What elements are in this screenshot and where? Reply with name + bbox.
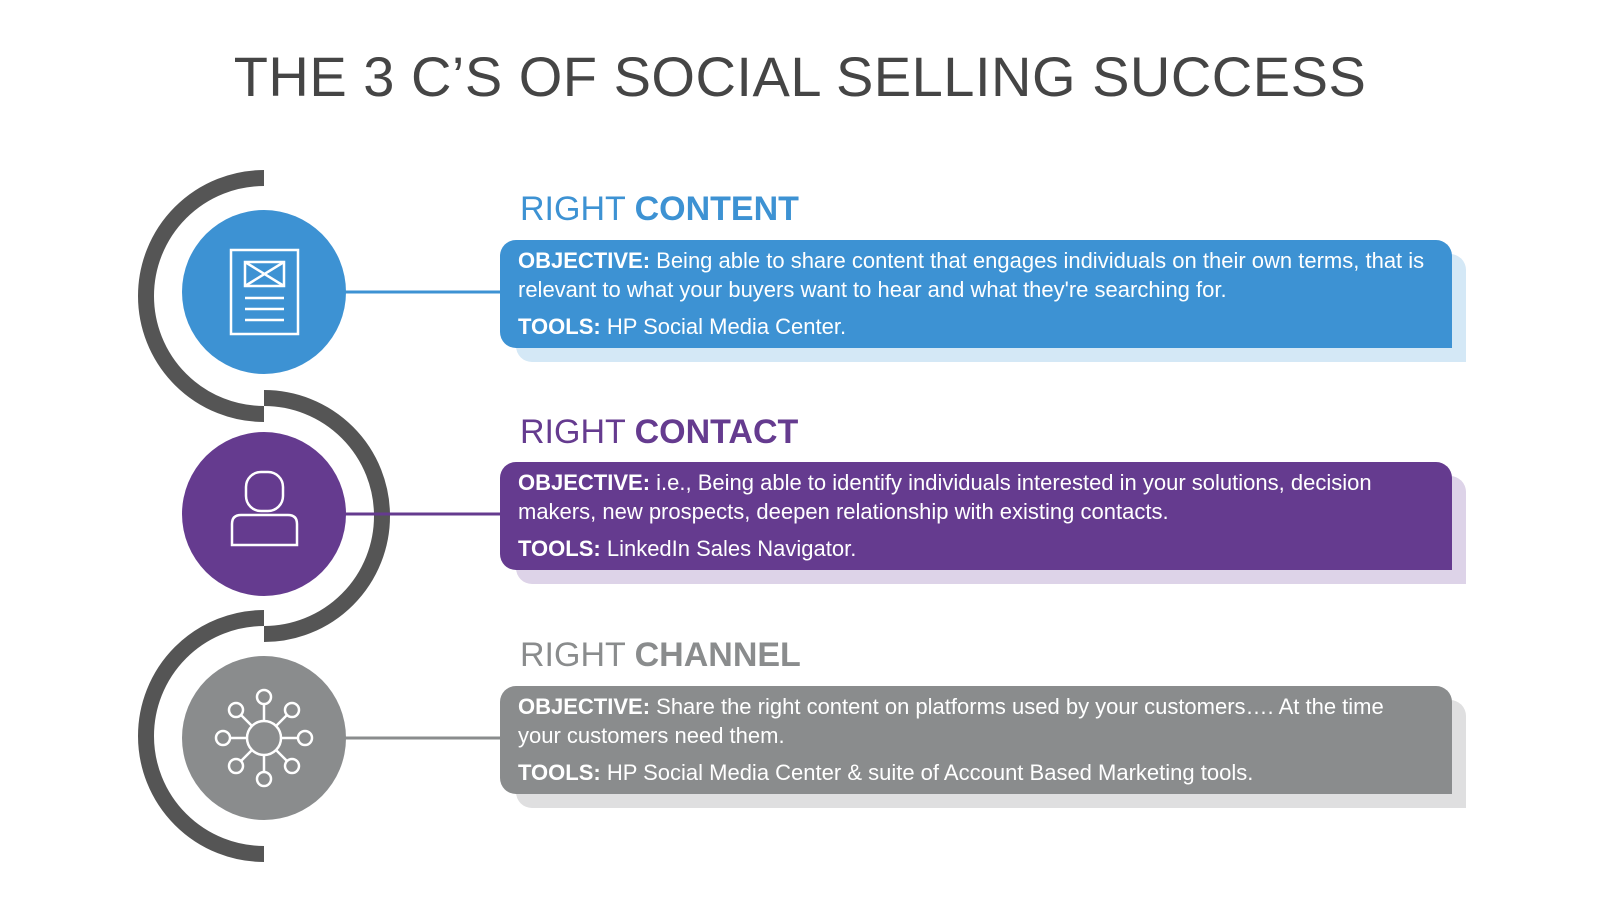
rail-arc-middle (263, 390, 390, 642)
tools-body: HP Social Media Center. (600, 314, 847, 339)
rail-arc-bottom (138, 610, 265, 862)
contact-heading: RIGHT CONTACT (520, 413, 798, 452)
tools-label: TOOLS: (518, 760, 601, 785)
tools-text: TOOLS: HP Social Media Center & suite of… (518, 758, 1426, 787)
page-title: THE 3 C’S OF SOCIAL SELLING SUCCESS (233, 45, 1367, 108)
objective-body: i.e., Being able to identify individuals… (518, 470, 1372, 524)
heading-keyword: CONTENT (634, 190, 799, 228)
objective-text: OBJECTIVE: Share the right content on pl… (518, 692, 1426, 750)
objective-label: OBJECTIVE: (518, 248, 651, 273)
heading-prefix: RIGHT (520, 636, 635, 674)
objective-text: OBJECTIVE: i.e., Being able to identify … (518, 468, 1426, 526)
objective-text: OBJECTIVE: Being able to share content t… (518, 246, 1426, 304)
objective-label: OBJECTIVE: (518, 694, 651, 719)
tools-label: TOOLS: (518, 536, 601, 561)
tools-body: HP Social Media Center & suite of Accoun… (600, 760, 1254, 785)
contact-panel: OBJECTIVE: i.e., Being able to identify … (500, 462, 1452, 570)
tools-label: TOOLS: (518, 314, 601, 339)
tools-text: TOOLS: LinkedIn Sales Navigator. (518, 534, 1426, 563)
heading-keyword: CONTACT (634, 413, 799, 451)
content-panel: OBJECTIVE: Being able to share content t… (500, 240, 1452, 348)
objective-body: Share the right content on platforms use… (518, 694, 1384, 748)
channel-panel: OBJECTIVE: Share the right content on pl… (500, 686, 1452, 794)
tools-text: TOOLS: HP Social Media Center. (518, 312, 1426, 341)
person-icon (230, 470, 299, 547)
heading-prefix: RIGHT (520, 413, 635, 451)
tools-body: LinkedIn Sales Navigator. (600, 536, 857, 561)
heading-keyword: CHANNEL (634, 636, 801, 674)
heading-prefix: RIGHT (520, 190, 635, 228)
channel-heading: RIGHT CHANNEL (520, 636, 801, 675)
rail-arc-top (138, 170, 265, 422)
objective-body: Being able to share content that engages… (518, 248, 1425, 302)
objective-label: OBJECTIVE: (518, 470, 651, 495)
network-icon (214, 688, 314, 788)
content-heading: RIGHT CONTENT (520, 190, 799, 229)
document-icon (229, 248, 300, 336)
channel-circle (182, 656, 346, 820)
content-circle (182, 210, 346, 374)
